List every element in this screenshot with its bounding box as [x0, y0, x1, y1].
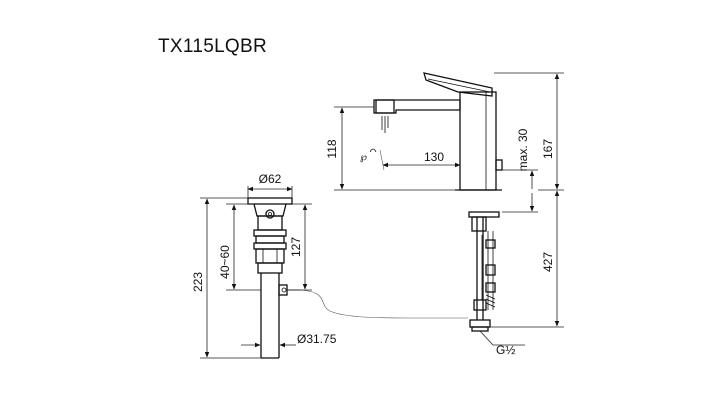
thread-callout	[479, 330, 525, 346]
dimension-d62	[247, 186, 293, 198]
water-stream: ℘	[360, 116, 389, 171]
dimension-40-60	[226, 203, 261, 291]
dimension-223	[200, 197, 261, 359]
dimension-max-30	[502, 169, 538, 213]
label-427: 427	[541, 252, 555, 272]
label-130: 130	[424, 150, 444, 164]
label-d62: Ø62	[259, 172, 282, 186]
model-title: TX115LQBR	[158, 36, 268, 57]
linkage-cable	[299, 289, 468, 319]
label-max-30: max. 30	[516, 128, 530, 171]
label-d31-75: Ø31.75	[297, 332, 337, 346]
label-40-60: 40~60	[218, 245, 232, 279]
label-127: 127	[289, 237, 303, 257]
dimension-167	[494, 72, 564, 191]
dimension-118	[334, 106, 455, 191]
faucet-body	[373, 72, 503, 332]
dimension-127	[287, 203, 312, 291]
label-167: 167	[541, 139, 555, 159]
label-118: 118	[325, 139, 339, 158]
label-223: 223	[191, 272, 205, 292]
dimension-427	[490, 190, 564, 328]
label-g-half: G½	[496, 343, 515, 357]
pop-up-drain	[247, 197, 300, 359]
svg-text:℘: ℘	[360, 152, 367, 163]
